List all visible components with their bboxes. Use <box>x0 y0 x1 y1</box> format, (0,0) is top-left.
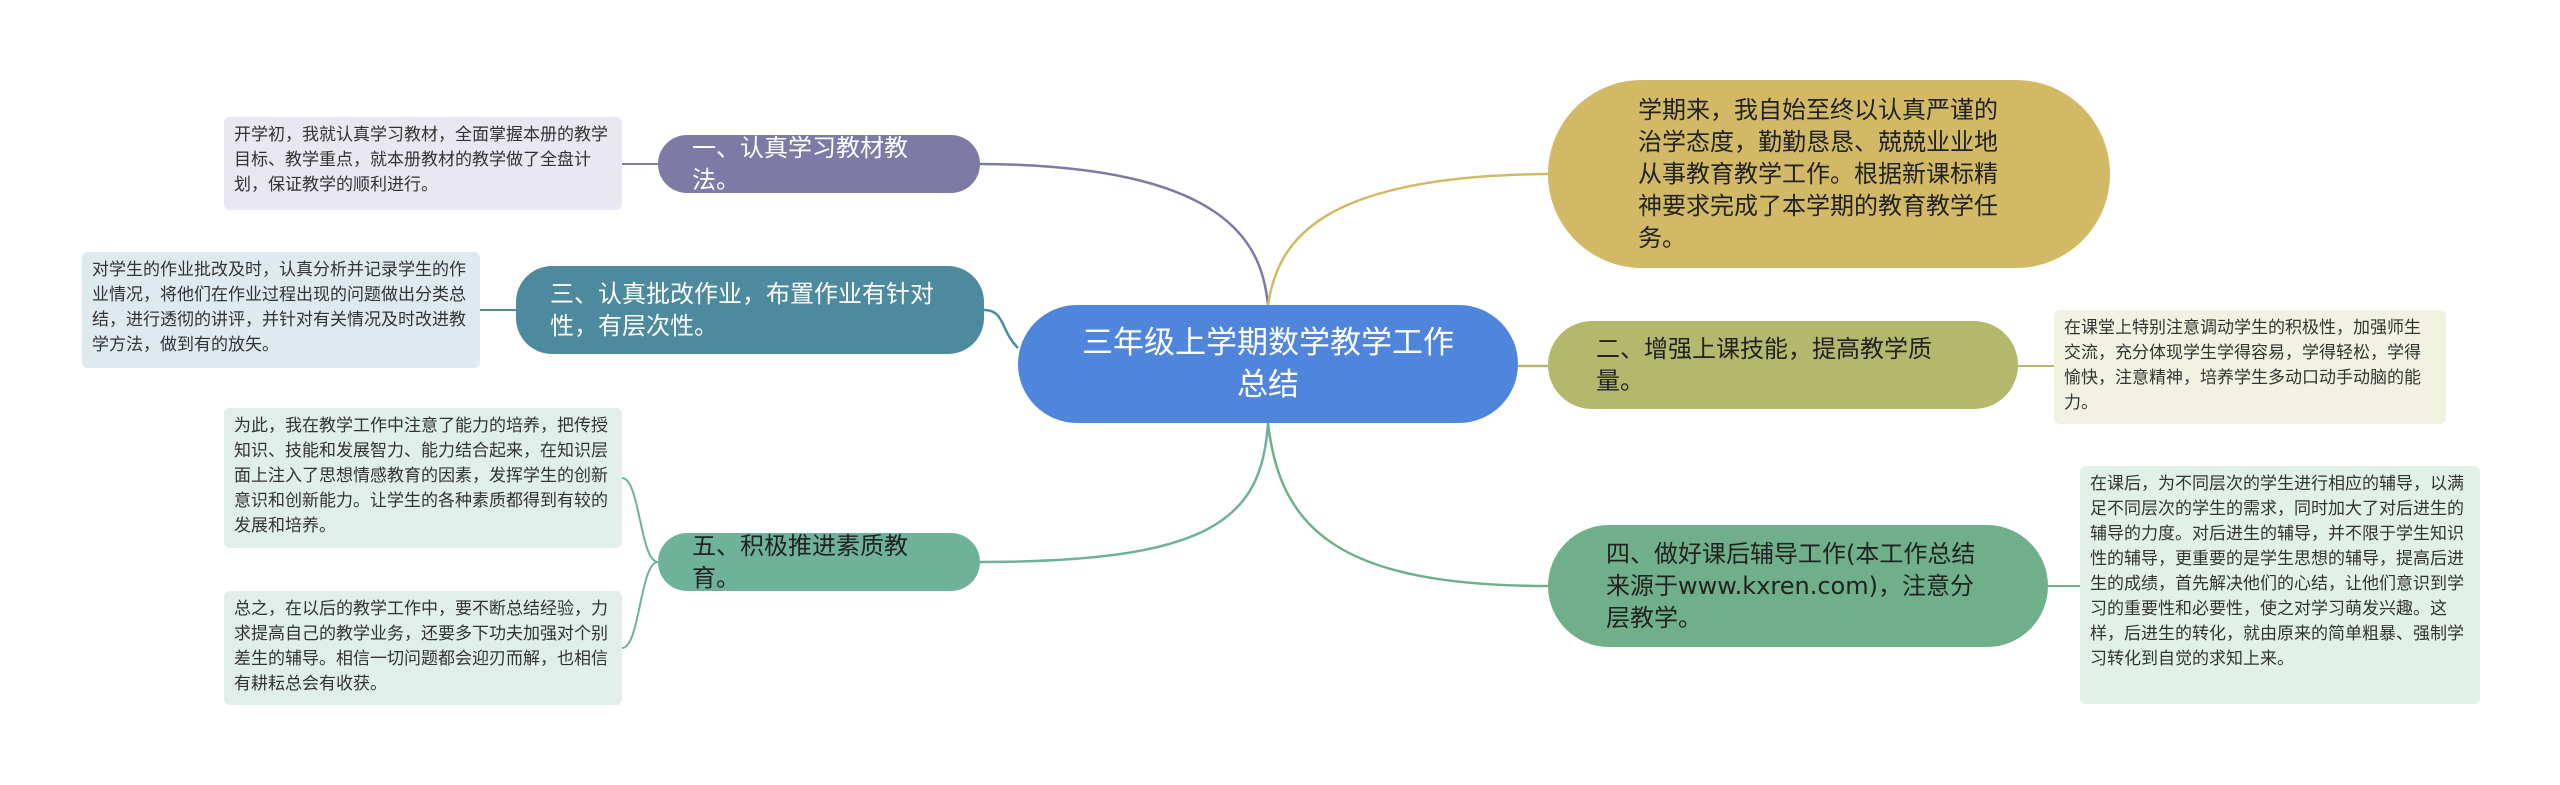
central-topic[interactable]: 三年级上学期数学教学工作总结 <box>1018 305 1518 423</box>
link-b4 <box>1266 422 1549 588</box>
branch-4-note-text: 在课后，为不同层次的学生进行相应的辅导，以满足不同层次的学生的需求，同时加大了对… <box>2090 474 2464 669</box>
branch-4-topic[interactable]: 四、做好课后辅导工作(本工作总结来源于www.kxren.com)，注意分层教学… <box>1548 525 2048 647</box>
branch-1-topic[interactable]: 一、认真学习教材教法。 <box>658 134 980 194</box>
branch-5-note-2-text: 总之，在以后的教学工作中，要不断总结经验，力求提高自己的教学业务，还要多下功夫加… <box>234 599 608 694</box>
branch-5-note-1-text: 为此，我在教学工作中注意了能力的培养，把传授知识、技能和发展智力、能力结合起来，… <box>234 416 608 536</box>
branch-3-note-text: 对学生的作业批改及时，认真分析并记录学生的作业情况，将他们在作业过程出现的问题做… <box>92 260 466 355</box>
branch-1-note[interactable]: 开学初，我就认真学习教材，全面掌握本册的教学目标、教学重点，就本册教材的教学做了… <box>224 117 622 210</box>
branch-4-label: 四、做好课后辅导工作(本工作总结来源于www.kxren.com)，注意分层教学… <box>1606 540 1976 632</box>
branch-5-note-2[interactable]: 总之，在以后的教学工作中，要不断总结经验，力求提高自己的教学业务，还要多下功夫加… <box>224 591 622 705</box>
branch-2-note[interactable]: 在课堂上特别注意调动学生的积极性，加强师生交流，充分体现学生学得容易，学得轻松，… <box>2054 310 2446 424</box>
branch-2-topic[interactable]: 二、增强上课技能，提高教学质量。 <box>1548 321 2018 409</box>
link-b5 <box>979 422 1270 564</box>
link-b5-note-a <box>621 477 659 563</box>
intro-topic-label: 学期来，我自始至终以认真严谨的治学态度，勤勤恳恳、兢兢业业地从事教育教学工作。根… <box>1638 96 1998 252</box>
branch-3-note[interactable]: 对学生的作业批改及时，认真分析并记录学生的作业情况，将他们在作业过程出现的问题做… <box>82 252 480 368</box>
branch-1-note-text: 开学初，我就认真学习教材，全面掌握本册的教学目标、教学重点，就本册教材的教学做了… <box>234 125 608 195</box>
link-b3 <box>983 308 1019 349</box>
branch-5-label: 五、积极推进素质教育。 <box>692 532 908 592</box>
intro-topic[interactable]: 学期来，我自始至终以认真严谨的治学态度，勤勤恳恳、兢兢业业地从事教育教学工作。根… <box>1548 80 2110 268</box>
branch-1-label: 一、认真学习教材教法。 <box>692 134 908 194</box>
branch-2-label: 二、增强上课技能，提高教学质量。 <box>1596 335 1932 395</box>
branch-3-topic[interactable]: 三、认真批改作业，布置作业有针对性，有层次性。 <box>516 266 984 354</box>
branch-5-note-1[interactable]: 为此，我在教学工作中注意了能力的培养，把传授知识、技能和发展智力、能力结合起来，… <box>224 408 622 548</box>
link-b1 <box>979 162 1270 306</box>
branch-3-label: 三、认真批改作业，布置作业有针对性，有层次性。 <box>550 280 934 340</box>
central-topic-label: 三年级上学期数学教学工作总结 <box>1082 325 1454 403</box>
link-intro <box>1266 172 1549 306</box>
branch-5-topic[interactable]: 五、积极推进素质教育。 <box>658 532 980 592</box>
link-b5-note-b <box>621 561 659 649</box>
branch-4-note[interactable]: 在课后，为不同层次的学生进行相应的辅导，以满足不同层次的学生的需求，同时加大了对… <box>2080 466 2480 704</box>
branch-2-note-text: 在课堂上特别注意调动学生的积极性，加强师生交流，充分体现学生学得容易，学得轻松，… <box>2064 318 2421 413</box>
